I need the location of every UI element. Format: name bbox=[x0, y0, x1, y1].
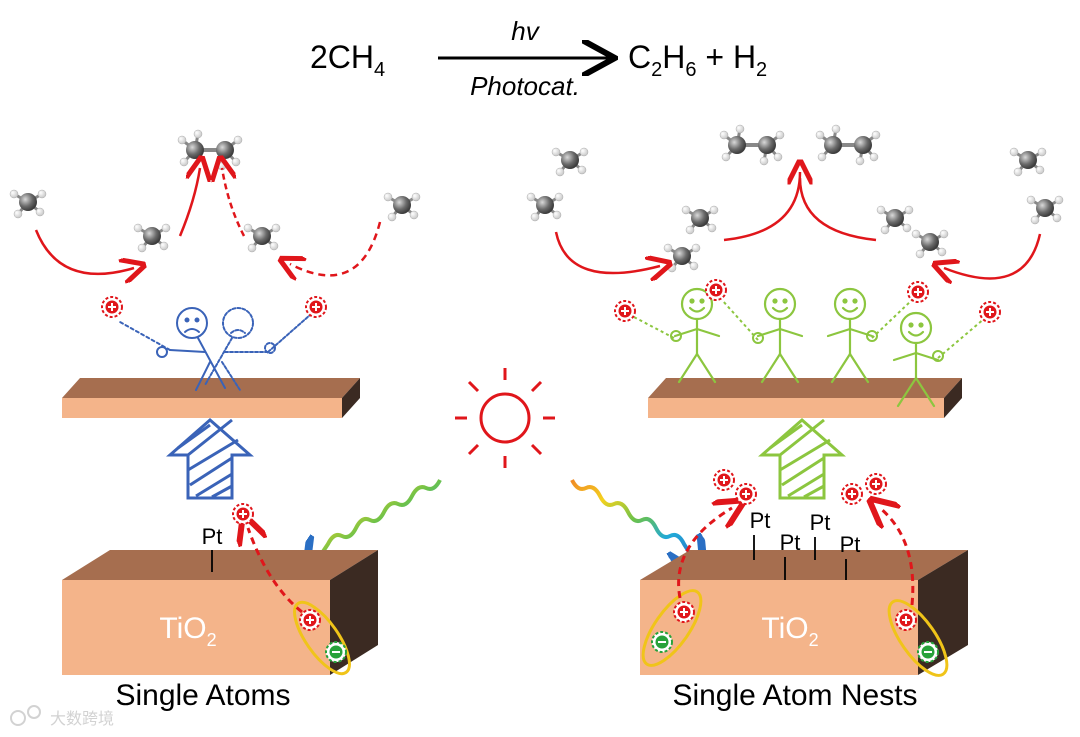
right-fencer-hole-icon bbox=[979, 301, 1001, 323]
arrow-label-top: hv bbox=[511, 16, 540, 46]
methane-molecule-icon bbox=[662, 242, 702, 274]
right-upper-slab bbox=[648, 378, 962, 418]
right-fencer-hole-icon bbox=[907, 281, 929, 303]
methane-molecule-icon bbox=[550, 146, 590, 178]
reactant-subscript: 4 bbox=[374, 59, 385, 81]
right-pt-hole-icon bbox=[841, 483, 863, 505]
left-hole-migration-arrow bbox=[248, 528, 303, 614]
right-panel: TiO2 Pt Pt Pt Pt bbox=[525, 123, 1065, 712]
right-fencer-hole-icon bbox=[614, 300, 636, 322]
right-hole-migration-arrow-left bbox=[677, 508, 732, 599]
methane-molecule-icon bbox=[1008, 146, 1048, 178]
right-pt-label-2: Pt bbox=[780, 530, 801, 555]
left-hole-icon bbox=[299, 609, 321, 631]
methane-molecule-icon bbox=[382, 191, 422, 223]
right-eh-pair-ellipse-left bbox=[641, 589, 703, 667]
arrow-label-bottom: Photocat. bbox=[470, 71, 580, 101]
right-pt-label-4: Pt bbox=[840, 532, 861, 557]
ethane-molecule-icon bbox=[718, 123, 786, 167]
methane-molecule-icon bbox=[680, 204, 720, 236]
left-pt-label: Pt bbox=[202, 524, 223, 549]
right-eh-pair-ellipse-right bbox=[887, 599, 949, 677]
right-hole-icon-left bbox=[673, 601, 695, 623]
left-panel: TiO2 Pt bbox=[8, 128, 422, 712]
methane-molecule-icon bbox=[132, 222, 172, 254]
watermark: 大数跨境 bbox=[10, 705, 114, 728]
left-eh-pair-ellipse bbox=[293, 600, 351, 676]
green-happy-figure bbox=[756, 287, 804, 384]
green-happy-figure bbox=[826, 287, 874, 384]
left-up-arrow bbox=[166, 418, 254, 500]
reaction-equation: 2CH4 hv Photocat. C2H6 + H2 bbox=[310, 16, 767, 101]
right-pt-hole-icon bbox=[713, 469, 735, 491]
left-coupling-arrow bbox=[178, 168, 200, 237]
left-fencer-hole-icon bbox=[101, 296, 123, 318]
right-hole-migration-arrow-right bbox=[880, 508, 915, 606]
right-fencer-hole-icon bbox=[705, 279, 727, 301]
right-pt-label-1: Pt bbox=[750, 508, 771, 533]
sun-icon bbox=[455, 368, 555, 468]
green-foil-guards bbox=[670, 330, 944, 362]
methane-molecule-icon bbox=[525, 191, 565, 223]
light-wave-right bbox=[570, 479, 694, 560]
light-wave-left bbox=[316, 479, 442, 562]
right-coupling-arrow bbox=[723, 172, 800, 242]
right-coupling-arrow-2 bbox=[798, 177, 877, 242]
left-pt-hole-icon bbox=[232, 503, 254, 525]
right-pt-label-3: Pt bbox=[810, 510, 831, 535]
left-upper-slab bbox=[62, 378, 360, 418]
left-coupling-arrow-dashed bbox=[222, 168, 246, 237]
ethane-molecule-icon bbox=[814, 123, 882, 167]
methane-molecule-icon bbox=[910, 228, 950, 260]
methane-molecule-icon bbox=[875, 204, 915, 236]
left-tio2-block: TiO2 bbox=[62, 550, 378, 675]
right-pt-hole-icon bbox=[735, 483, 757, 505]
methane-molecule-icon bbox=[242, 222, 282, 254]
left-electron-icon bbox=[325, 641, 347, 663]
right-caption: Single Atom Nests bbox=[672, 679, 917, 712]
right-methane-arrow-right bbox=[944, 233, 1042, 278]
right-electron-icon-right bbox=[917, 641, 939, 663]
left-fencer-hole-icon-2 bbox=[305, 296, 327, 318]
product-c: C bbox=[628, 39, 651, 75]
right-electron-icon-left bbox=[651, 631, 673, 653]
svg-text:C2H6 + H2: C2H6 + H2 bbox=[628, 39, 767, 81]
methane-molecule-icon bbox=[1025, 194, 1065, 226]
right-tio2-block: TiO2 bbox=[640, 550, 968, 675]
blue-fencer-sad bbox=[119, 307, 226, 391]
reactant: 2CH bbox=[310, 39, 374, 75]
watermark-text: 大数跨境 bbox=[50, 709, 114, 728]
ethane-molecule-icon bbox=[176, 128, 244, 172]
left-methane-arrow bbox=[34, 229, 134, 274]
left-support-label: TiO2 bbox=[159, 612, 216, 650]
svg-text:2CH4: 2CH4 bbox=[310, 39, 385, 81]
right-hole-icon-right bbox=[895, 609, 917, 631]
right-pt-hole-icon bbox=[865, 473, 887, 495]
right-methane-arrow-left bbox=[554, 231, 660, 273]
left-methane-arrow-dashed bbox=[290, 221, 382, 275]
left-caption: Single Atoms bbox=[115, 679, 290, 712]
right-support-label: TiO2 bbox=[761, 612, 818, 650]
green-foils bbox=[631, 299, 986, 359]
right-up-arrow bbox=[758, 418, 846, 500]
methane-molecule-icon bbox=[8, 188, 48, 220]
blue-fencer-dotted bbox=[204, 307, 311, 391]
